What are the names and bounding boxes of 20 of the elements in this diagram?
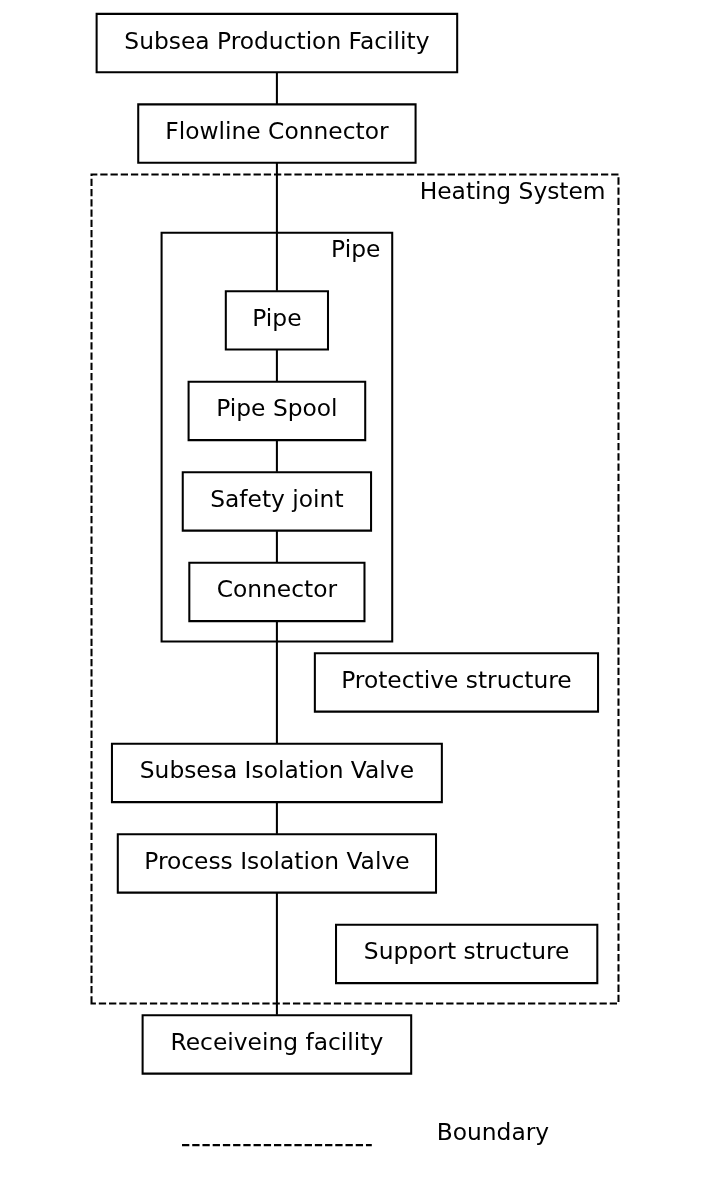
connector xyxy=(275,531,278,563)
connector xyxy=(275,72,278,104)
node-box: Pipe xyxy=(224,290,329,351)
connector xyxy=(275,440,278,472)
legend-label: Boundary xyxy=(436,1118,550,1147)
node-box: Support structure xyxy=(335,923,599,985)
node-box: Connector xyxy=(188,561,366,623)
connector xyxy=(275,802,278,834)
node-box: Receiveing facility xyxy=(141,1014,413,1075)
node-box: Pipe Spool xyxy=(187,380,367,442)
connector xyxy=(275,621,278,744)
node-box: Protective structure xyxy=(313,652,600,713)
node-box: Flowline Connector xyxy=(137,103,417,164)
node-box: Safety joint xyxy=(181,471,373,532)
node-box: Subsesa Isolation Valve xyxy=(110,742,443,804)
node-box: Subsea Production Facility xyxy=(95,12,459,74)
connector xyxy=(275,892,278,1015)
connector xyxy=(275,162,278,291)
node-box: Process Isolation Valve xyxy=(116,833,438,894)
connector xyxy=(275,350,278,382)
